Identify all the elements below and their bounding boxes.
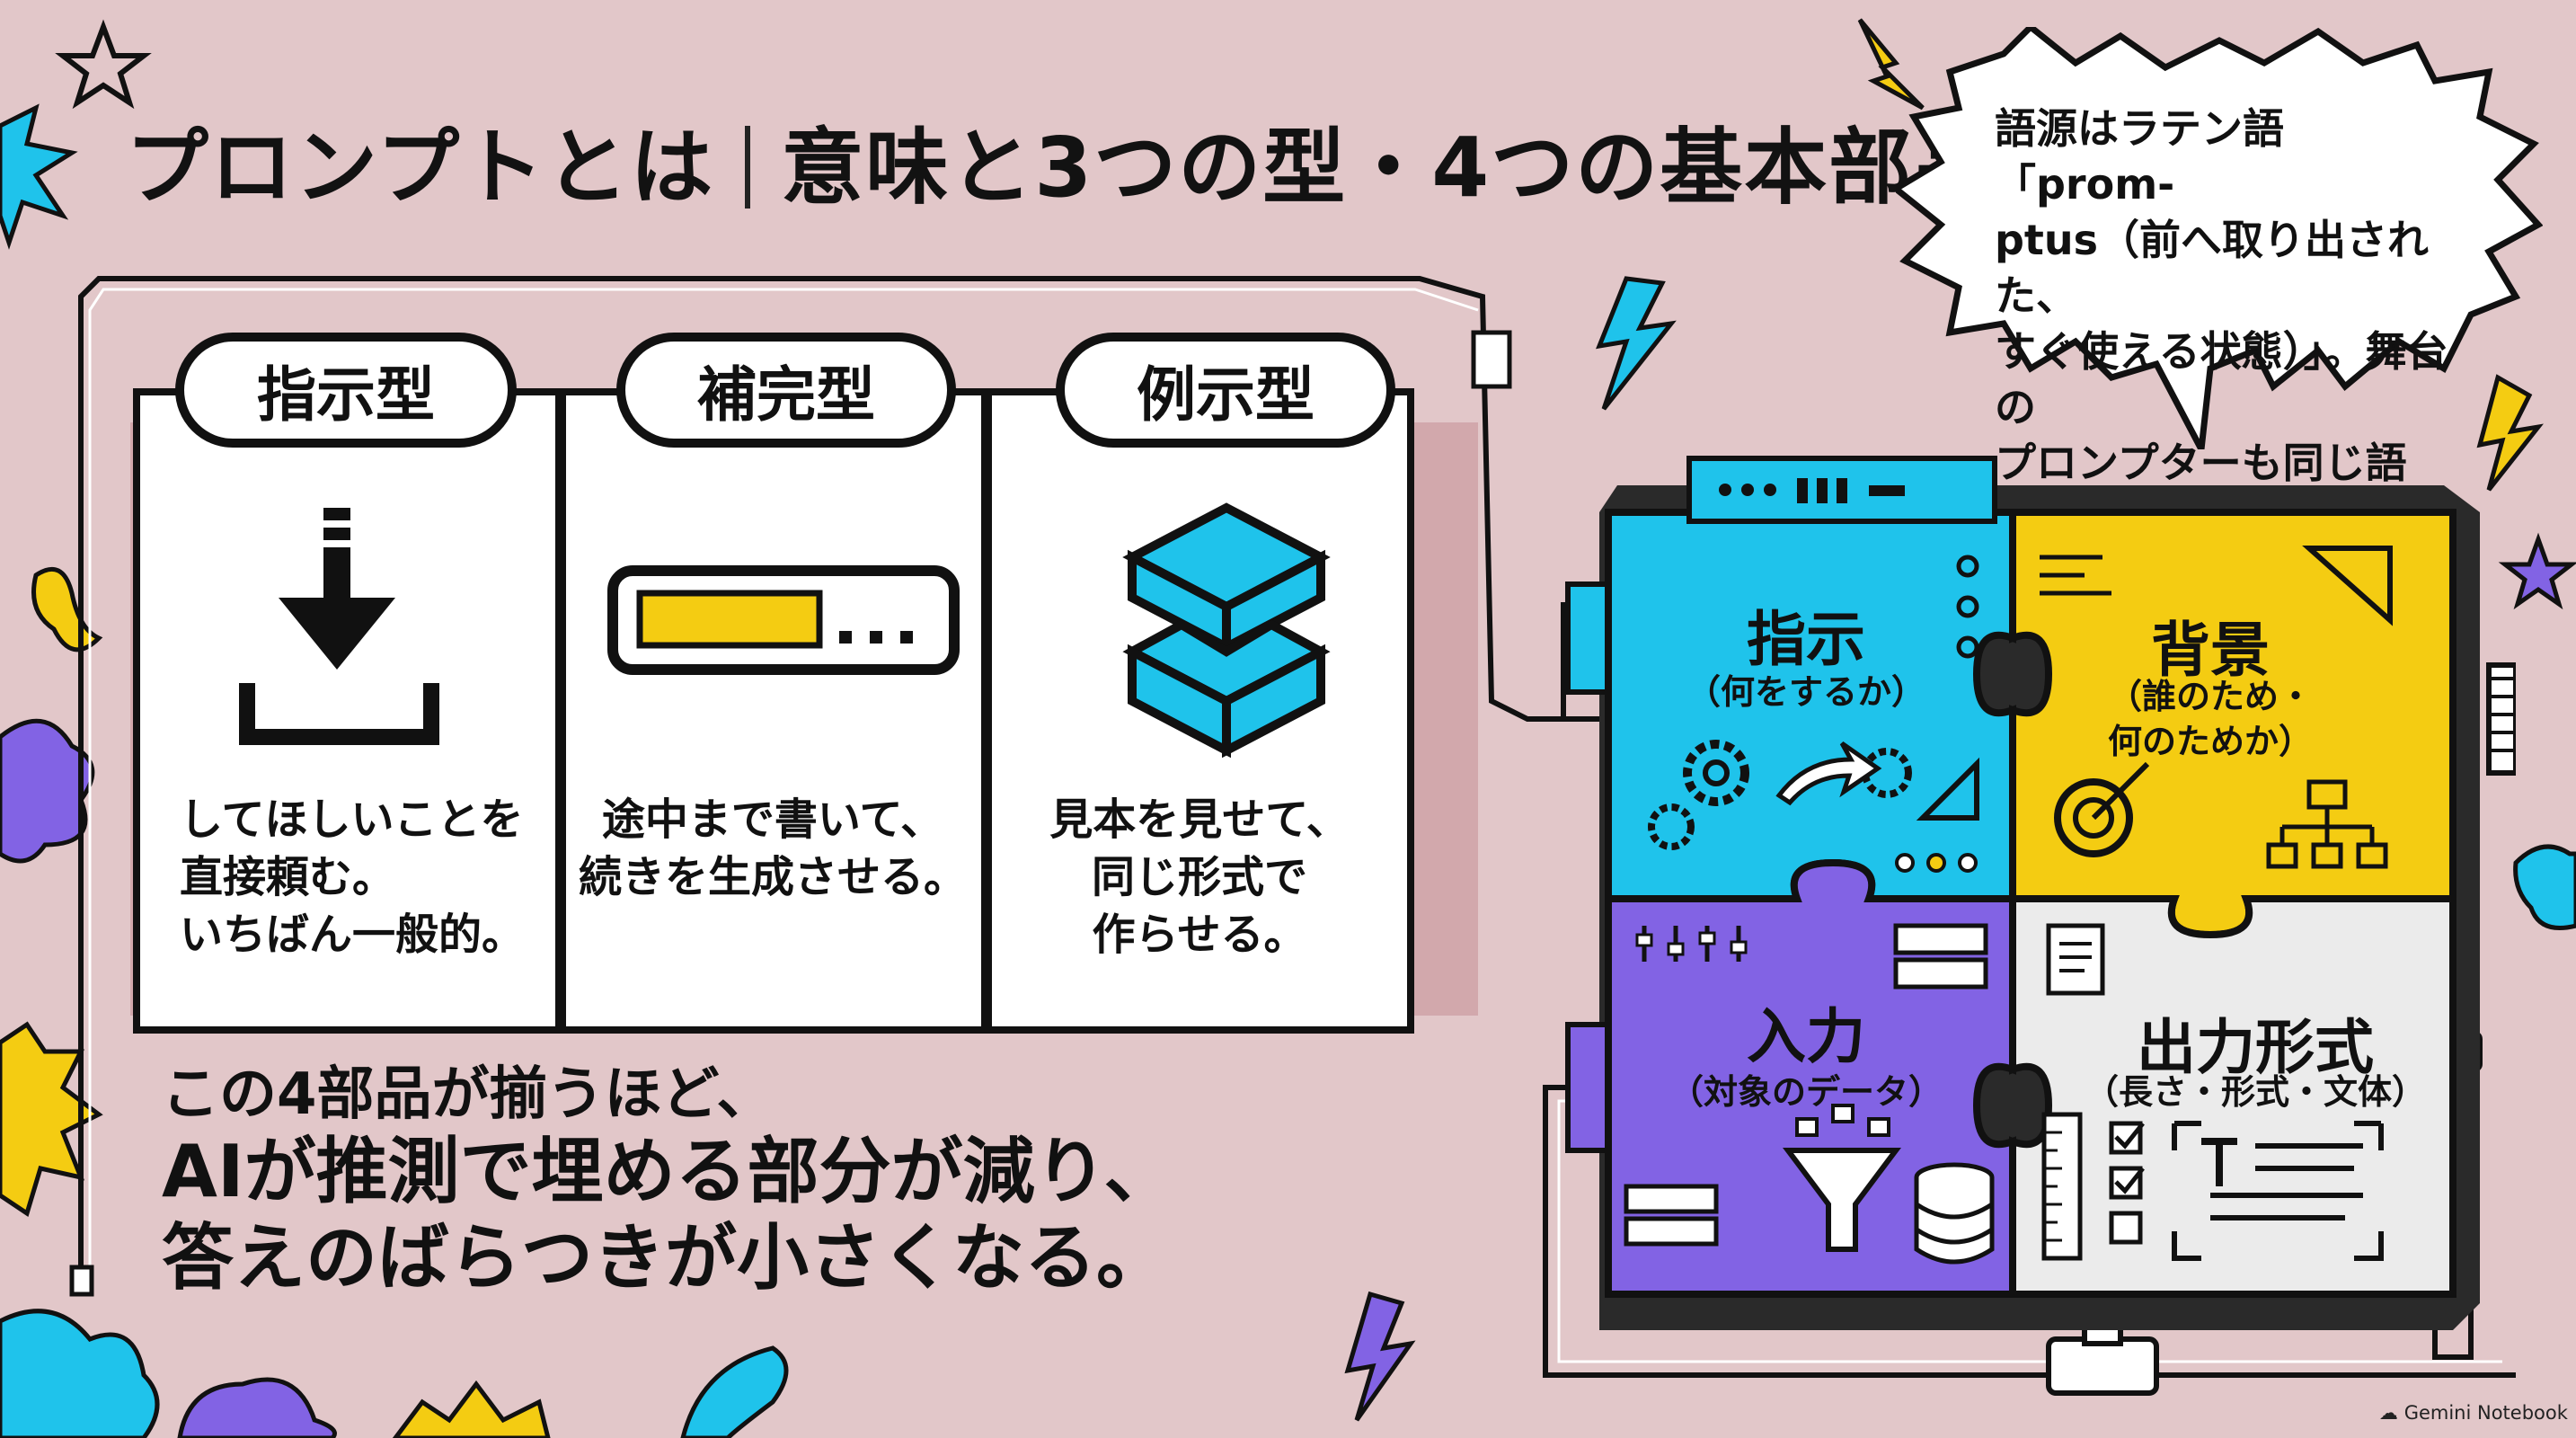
lightning-bolt-bottom-icon xyxy=(1344,1291,1416,1422)
summary-line-2: AIが推測で埋める部分が減り、 xyxy=(162,1130,1176,1213)
speech-burst-bubble xyxy=(1896,27,2543,449)
cyan-burst-icon xyxy=(0,103,78,250)
purple-splat-bottom-icon xyxy=(177,1377,337,1438)
cyan-drop-bottom-icon xyxy=(680,1345,789,1438)
lightning-bolt-cyan-icon xyxy=(1596,276,1677,411)
cyan-splat-icon xyxy=(0,1309,160,1438)
part-title-context: 背景 xyxy=(2151,616,2270,685)
progress-fill-icon xyxy=(607,565,960,675)
type-card-completion xyxy=(559,388,988,1034)
summary-line-1: この4部品が揃うほど、 xyxy=(162,1061,775,1128)
server-icon xyxy=(1893,923,1988,955)
footer-label: Gemini Notebook xyxy=(2403,1402,2568,1424)
type-desc-completion: 途中まで書いて、 続きを生成させる。 xyxy=(578,794,967,902)
part-sub-instruction: （何をするか） xyxy=(1686,672,1925,712)
pipe-frame-inner xyxy=(88,288,1479,1285)
lightning-bolt-icon xyxy=(1857,18,1925,111)
gear-icon xyxy=(1683,740,1749,806)
text-format-icon xyxy=(2172,1121,2384,1261)
type-label-completion: 補完型 xyxy=(616,333,956,448)
lightning-bolt-right-icon xyxy=(2476,374,2544,492)
pipe-frame xyxy=(78,276,1608,1285)
title-divider xyxy=(745,126,751,209)
summary-line-3: 答えのばらつきが小さくなる。 xyxy=(162,1216,1168,1300)
title-sub: 意味と3つの型・4つの基本部品 xyxy=(781,120,1998,216)
funnel-icon xyxy=(1783,1148,1901,1252)
summary-text: この4部品が揃うほど、 AIが推測で埋める部分が減り、 答えのばらつきが小さくな… xyxy=(162,1061,1175,1301)
type-desc-example: 見本を見せて、 同じ形式で 作らせる。 xyxy=(1049,794,1350,960)
document-icon xyxy=(2046,923,2105,996)
yellow-burst-bottom-icon xyxy=(392,1380,551,1438)
type-label-directive: 指示型 xyxy=(175,333,517,448)
prompt-parts-puzzle xyxy=(1527,456,2516,1396)
purple-star-icon xyxy=(2498,532,2576,610)
small-gear-icon xyxy=(1648,803,1695,850)
type-label-example: 例示型 xyxy=(1056,333,1395,448)
part-sub-input: （対象のデータ） xyxy=(1669,1072,1943,1112)
arrow-icon xyxy=(1775,741,1882,806)
triangle-ruler-icon xyxy=(2302,546,2393,626)
etymology-note: 語源はラテン語「prom- ptus（前へ取り出された、 すぐ使える状態）」。舞… xyxy=(1995,104,2448,543)
outline-star-icon xyxy=(55,19,152,110)
type-card-directive xyxy=(133,388,562,1034)
cloud-icon: ☁ xyxy=(2379,1402,2404,1424)
part-sub-context: （誰のため・ 何のためか） xyxy=(2107,677,2313,761)
pipe-end-cap xyxy=(69,1265,94,1297)
yellow-burst-icon xyxy=(0,1021,103,1217)
stacked-cubes-icon xyxy=(1122,502,1331,759)
page-title: プロンプトとは意味と3つの型・4つの基本部品 xyxy=(126,101,1997,220)
part-title-input: 入力 xyxy=(1747,1002,1865,1071)
title-main: プロンプトとは xyxy=(126,120,715,216)
part-title-instruction: 指示 xyxy=(1747,605,1865,674)
pipe-connector xyxy=(1471,330,1512,389)
part-sub-output-format: （長さ・形式・文体） xyxy=(2085,1072,2427,1112)
download-arrow-icon xyxy=(239,508,439,745)
footer-brand: ☁ Gemini Notebook xyxy=(2379,1402,2568,1424)
type-desc-directive: してほしいことを 直接頼む。 いちばん一般的。 xyxy=(180,794,526,960)
target-icon xyxy=(2054,778,2133,857)
part-title-output-format: 出力形式 xyxy=(2137,1013,2374,1082)
cyan-drop-right-icon xyxy=(2513,844,2576,930)
